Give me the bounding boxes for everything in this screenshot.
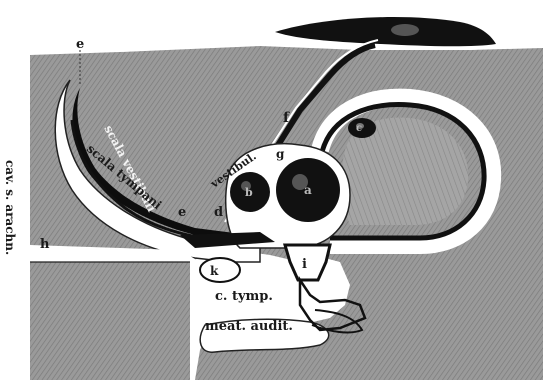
label-meat-audit: meat. audit. <box>205 319 293 334</box>
label-a: a <box>304 183 312 197</box>
label-k: k <box>210 264 219 278</box>
label-b: b <box>245 186 253 199</box>
label-cav-s-arachn: cav. s. arachn. <box>3 160 17 255</box>
lens-highlight <box>391 24 419 36</box>
label-f: f <box>283 110 290 126</box>
label-c: c <box>356 123 362 134</box>
round-window-k <box>200 258 240 282</box>
label-g: g <box>276 147 285 161</box>
label-e-top: e <box>76 37 84 52</box>
label-i: i <box>302 257 307 272</box>
label-h: h <box>40 237 50 252</box>
label-e-mid: e <box>178 205 186 220</box>
label-c-tymp: c. tymp. <box>215 289 273 304</box>
label-d: d <box>214 205 223 220</box>
